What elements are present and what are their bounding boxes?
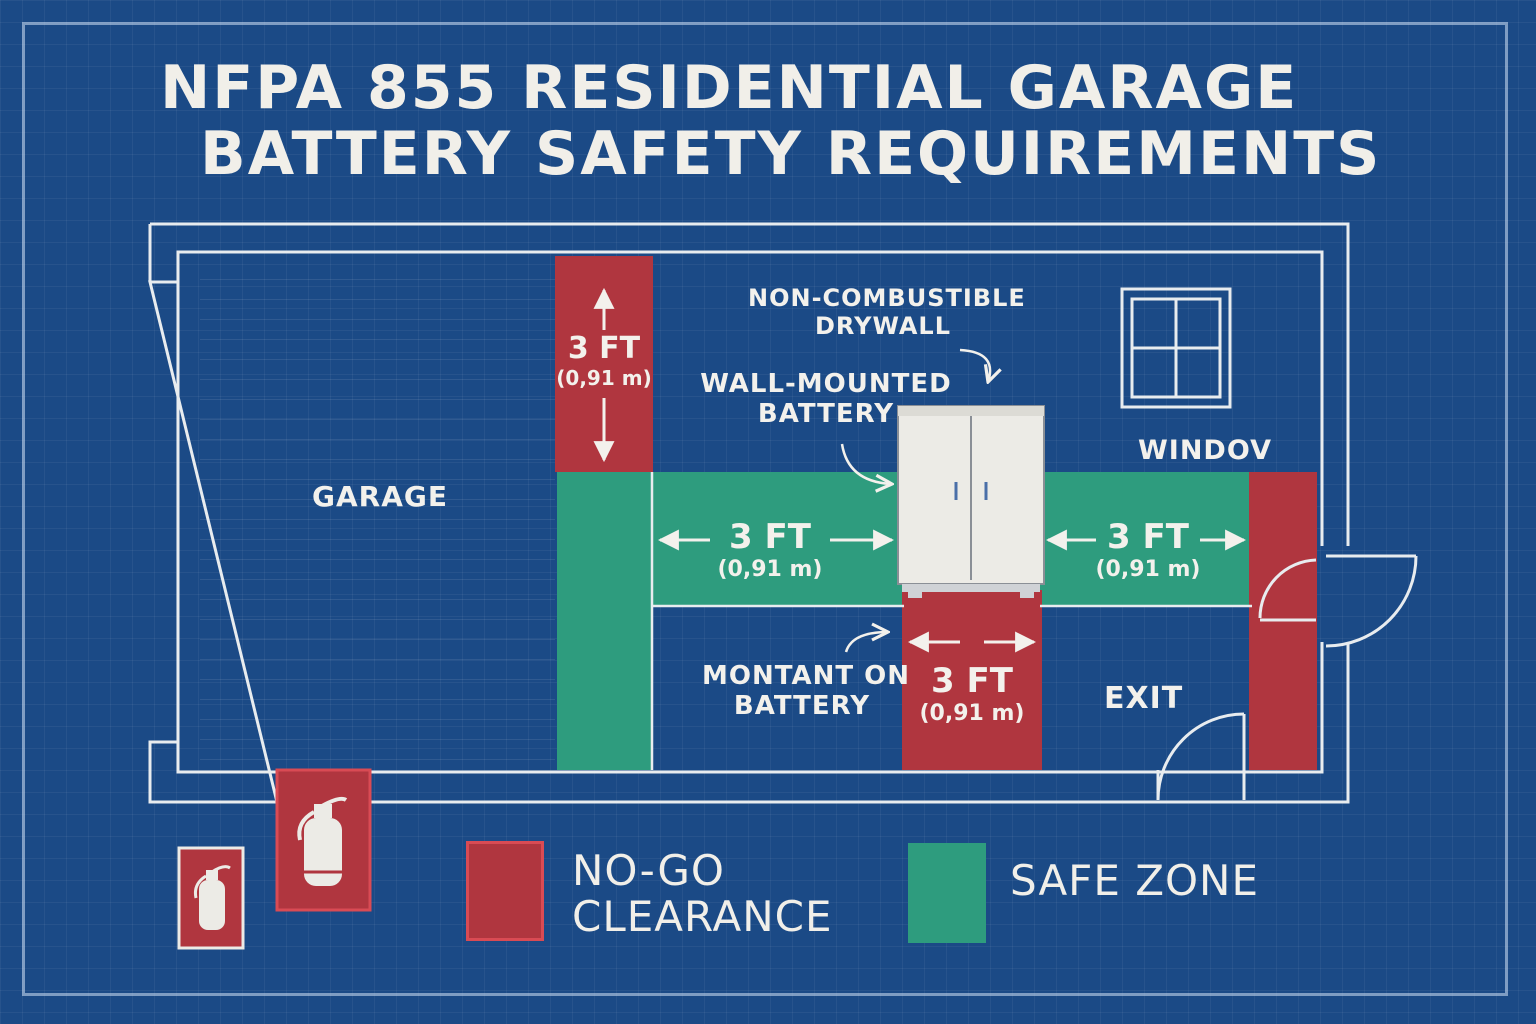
montant-callout: MONTANT ON BATTERY bbox=[702, 661, 910, 722]
dimension-left-metric: (0,91 m) bbox=[717, 557, 823, 583]
legend-safe-swatch bbox=[908, 843, 986, 943]
dimension-below-metric: (0,91 m) bbox=[919, 701, 1025, 727]
dimension-left-value: 3 FT bbox=[729, 517, 811, 557]
inner-wall bbox=[176, 250, 1324, 546]
drywall-line-1: NON-COMBUSTIBLE bbox=[748, 284, 1026, 312]
battery-line-2: BATTERY bbox=[757, 398, 895, 429]
exit-door bbox=[1156, 712, 1246, 801]
safe-zone-vertical bbox=[557, 472, 652, 770]
legend-nogo-line-1: NO-GO bbox=[572, 846, 725, 895]
title-line-2: BATTERY SAFETY REQUIREMENTS bbox=[200, 119, 1382, 189]
outer-wall bbox=[150, 222, 1350, 546]
legend-safe-label: SAFE ZONE bbox=[1010, 856, 1260, 905]
dimension-right: 3 FT (0,91 m) bbox=[1092, 517, 1204, 583]
title-line-1: NFPA 855 RESIDENTIAL GARAGE bbox=[160, 53, 1299, 123]
nogo-zone-below bbox=[902, 590, 1042, 770]
fire-extinguisher-sign-icon bbox=[177, 846, 245, 950]
dimension-below-value: 3 FT bbox=[931, 661, 1013, 701]
legend-nogo-label: NO-GO CLEARANCE bbox=[572, 846, 833, 942]
garage-label: GARAGE bbox=[312, 480, 448, 513]
garage-floor-hatch bbox=[200, 262, 555, 767]
dimension-right-value: 3 FT bbox=[1107, 517, 1189, 557]
fire-extinguisher-cabinet-icon bbox=[275, 768, 372, 912]
dimension-right-metric: (0,91 m) bbox=[1095, 557, 1201, 583]
side-door bbox=[1258, 554, 1418, 648]
montant-line-2: BATTERY bbox=[733, 690, 871, 721]
dimension-left: 3 FT (0,91 m) bbox=[710, 517, 830, 583]
drywall-line-2: DRYWALL bbox=[814, 311, 952, 340]
exit-label: EXIT bbox=[1104, 681, 1184, 716]
battery-line-1: WALL-MOUNTED bbox=[700, 369, 952, 399]
window-icon bbox=[1120, 287, 1232, 409]
battery-callout: WALL-MOUNTED BATTERY bbox=[696, 369, 956, 430]
window-label: WINDOV bbox=[1138, 435, 1272, 466]
dimension-top-metric: (0,91 m) bbox=[556, 365, 652, 390]
dimension-top: 3 FT (0,91 m) bbox=[556, 331, 652, 390]
dimension-below: 3 FT (0,91 m) bbox=[906, 661, 1038, 727]
dimension-top-value: 3 FT bbox=[567, 331, 641, 366]
blueprint-frame bbox=[22, 22, 1508, 996]
drywall-callout: NON-COMBUSTIBLE DRYWALL bbox=[748, 284, 1026, 340]
legend-nogo-line-2: CLEARANCE bbox=[572, 892, 833, 942]
battery-cabinet-icon bbox=[897, 405, 1045, 598]
legend-nogo-swatch bbox=[466, 841, 544, 941]
montant-line-1: MONTANT ON bbox=[702, 661, 910, 691]
